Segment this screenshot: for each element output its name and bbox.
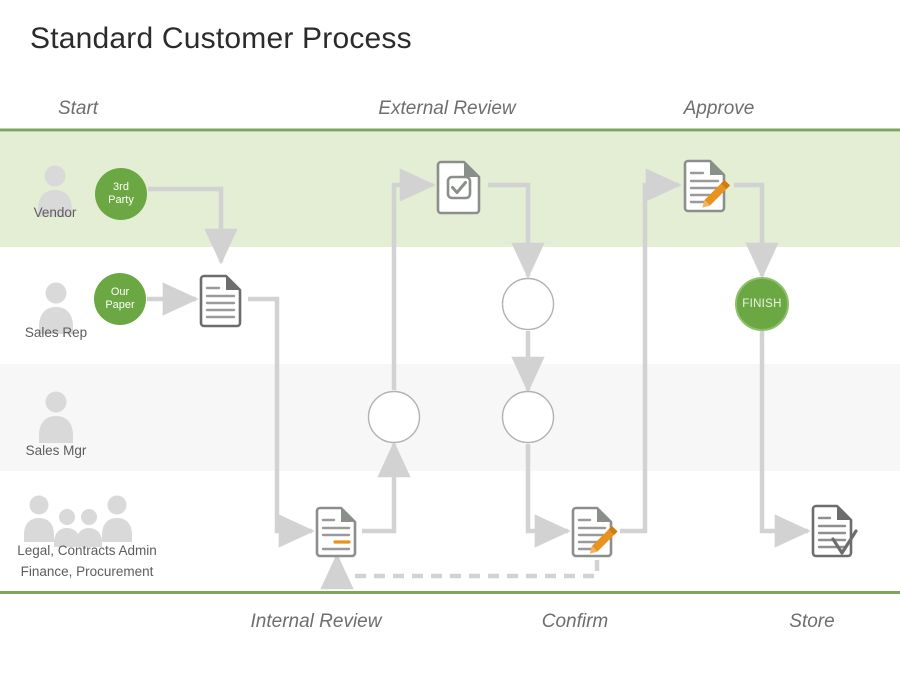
conn-finish-to-store <box>759 331 811 548</box>
gate-circle-sales-mgr-right[interactable] <box>501 390 555 444</box>
third-party-line2: Party <box>108 194 134 206</box>
conn-doc-to-internal <box>248 296 315 548</box>
our-paper-line2: Paper <box>105 299 135 311</box>
phase-label-store: Store <box>789 611 835 632</box>
lane-label-sales-mgr: Sales Mgr <box>25 443 87 458</box>
lane-label-legal-line1: Legal, Contracts Admin <box>17 543 157 558</box>
finish-circle[interactable] <box>735 277 789 331</box>
person-icon-vendor <box>38 165 72 217</box>
lane-band-sales-mgr <box>0 364 900 471</box>
phase-label-start: Start <box>57 98 99 119</box>
conn-vendordoc-to-gate <box>488 182 545 279</box>
people-group-icon-legal <box>24 495 132 547</box>
conn-rework-dashed <box>320 553 600 590</box>
connectors <box>147 168 811 590</box>
pencil-icon-confirm <box>590 526 618 554</box>
conn-thirdparty-to-doc <box>148 186 238 265</box>
pencil-icon-approve <box>702 180 730 208</box>
conn-internal-to-gateleft <box>362 441 411 534</box>
checkmark-glyph <box>831 529 858 555</box>
third-party-circle[interactable] <box>95 168 147 220</box>
third-party-line1: 3rd <box>113 181 129 193</box>
conn-gateleft-to-vendordoc <box>391 168 436 390</box>
document-checkbox-icon[interactable] <box>436 160 481 215</box>
third-party-pill[interactable]: 3rd Party <box>95 168 147 220</box>
phase-label-confirm: Confirm <box>541 611 609 632</box>
gate-circle-sales-rep[interactable] <box>501 277 555 331</box>
phase-label-external-review: External Review <box>378 98 516 119</box>
conn-approve-to-finish <box>734 182 779 279</box>
our-paper-pill[interactable]: Our Paper <box>94 273 146 325</box>
document-highlight-icon[interactable] <box>315 506 357 558</box>
lane-label-vendor: Vendor <box>33 205 77 220</box>
phase-label-internal-review: Internal Review <box>250 611 382 632</box>
gate-circle-sales-mgr-left[interactable] <box>367 390 421 444</box>
conn-gateright-to-confirm <box>525 444 571 548</box>
conn-confirm-to-approve <box>620 168 682 534</box>
page-title: Standard Customer Process <box>30 22 412 55</box>
document-checkmark-icon[interactable] <box>811 504 858 558</box>
lane-rule-bottom <box>0 591 900 594</box>
phase-label-approve: Approve <box>683 98 755 119</box>
lane-rule-top <box>0 128 900 132</box>
document-pencil-icon-confirm[interactable] <box>571 506 618 558</box>
our-paper-line1: Our <box>110 286 130 298</box>
person-icon-sales-rep <box>39 282 73 334</box>
document-pencil-icon-approve[interactable] <box>683 159 730 213</box>
our-paper-circle[interactable] <box>94 273 146 325</box>
person-icon-sales-mgr <box>39 391 73 443</box>
lane-label-legal-line2: Finance, Procurement <box>20 564 154 579</box>
finish-label[interactable]: FINISH <box>742 298 782 310</box>
lane-label-sales-rep: Sales Rep <box>24 325 88 340</box>
document-lines-icon[interactable] <box>199 274 242 328</box>
